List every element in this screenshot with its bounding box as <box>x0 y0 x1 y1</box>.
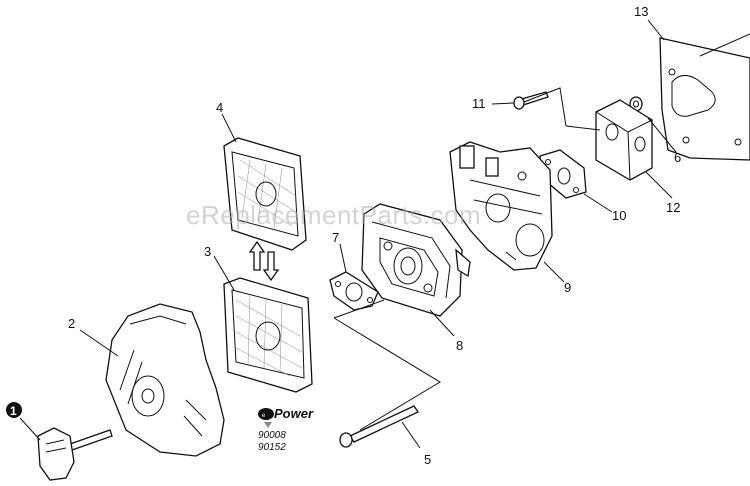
badge-mark: e <box>262 413 266 419</box>
callout-6: 6 <box>674 150 681 165</box>
insulator-12 <box>595 99 653 181</box>
swap-arrows-icon <box>248 240 280 282</box>
callout-7: 7 <box>332 230 339 245</box>
callout-11: 11 <box>472 96 486 111</box>
air-filter-4 <box>223 137 307 251</box>
callout-2: 2 <box>68 316 75 331</box>
callout-4: 4 <box>216 100 223 115</box>
callout-5: 5 <box>424 452 431 467</box>
badge-code-1: 90008 <box>258 430 286 441</box>
air-filter-base-8 <box>361 203 471 317</box>
power-brand-badge: e Power 90008 90152 <box>258 406 314 453</box>
callout-10: 10 <box>612 208 626 223</box>
callout-leaders <box>19 19 677 449</box>
knob-1 <box>37 427 113 481</box>
callout-9: 9 <box>564 280 571 295</box>
badge-code-2: 90152 <box>258 442 286 453</box>
air-filter-cover-2 <box>105 303 225 457</box>
bolt-5 <box>339 405 419 448</box>
gasket-13 <box>659 37 750 161</box>
callout-3: 3 <box>204 244 211 259</box>
assembly-lines <box>333 33 750 431</box>
carburetor-9 <box>449 141 553 271</box>
callout-12: 12 <box>666 200 680 215</box>
callout-1-badge <box>6 402 22 418</box>
badge-name: Power <box>274 406 314 421</box>
callout-labels: 1 2 3 4 5 6 7 8 9 10 11 12 13 <box>6 4 681 467</box>
callout-13: 13 <box>634 4 648 19</box>
watermark-text: eReplacementParts.com <box>186 200 481 230</box>
callout-1: 1 <box>10 404 17 418</box>
air-filter-element-3 <box>223 277 313 393</box>
callout-8: 8 <box>456 338 463 353</box>
